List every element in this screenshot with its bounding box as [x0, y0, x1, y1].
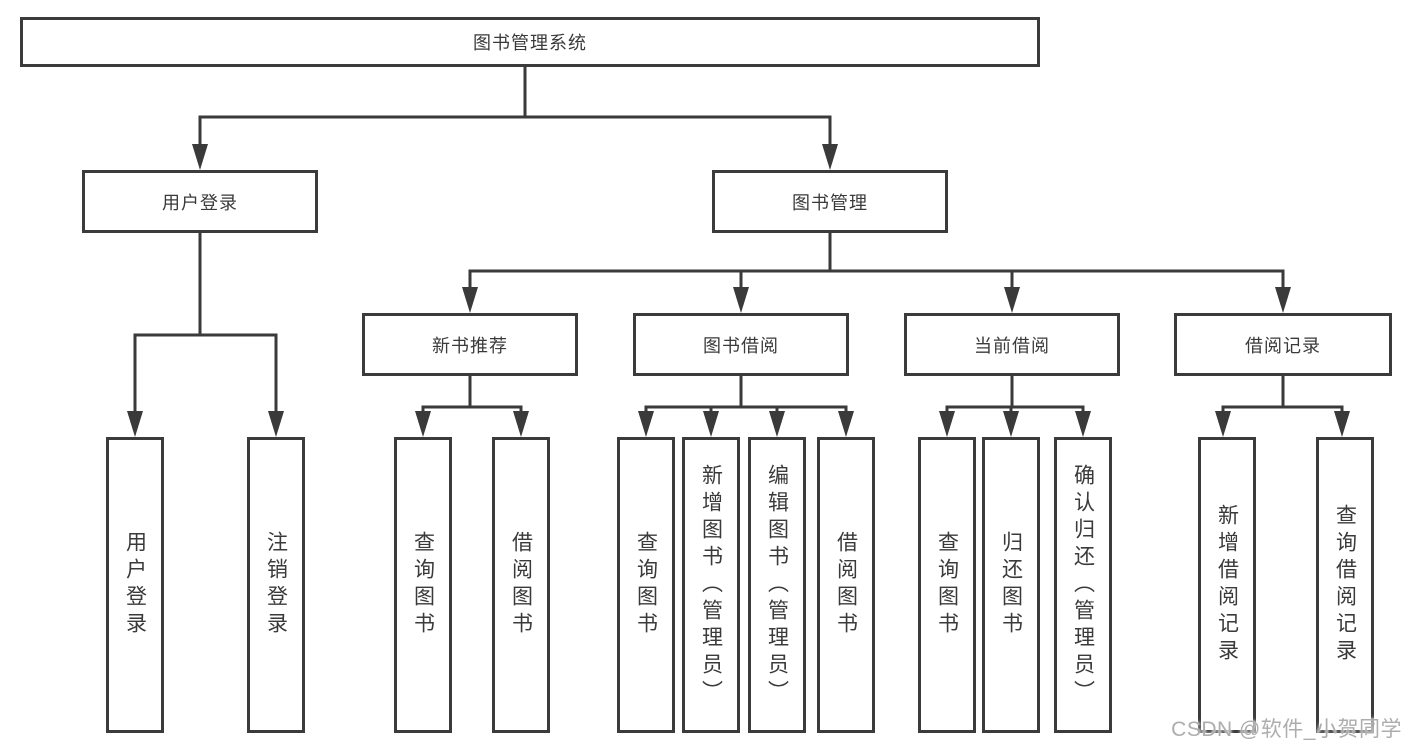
leaf-query-borrow-record-label: 查询借阅记录	[1333, 504, 1357, 666]
branch-new-book-recommend-label: 新书推荐	[432, 335, 508, 356]
connector-borrow-records-to-leaves	[1215, 376, 1350, 437]
connector-user-login-to-leaves	[127, 233, 284, 437]
branch-borrow-records-label: 借阅记录	[1245, 335, 1321, 356]
node-root-system: 图书管理系统	[20, 17, 1040, 67]
leaf-return-books: 归还图书	[982, 437, 1040, 733]
connector-book-mgmt-to-level3	[462, 233, 1291, 313]
leaf-query-books-recommend-label: 查询图书	[411, 531, 435, 639]
node-root-label: 图书管理系统	[473, 33, 587, 53]
leaf-borrow-books-recommend-label: 借阅图书	[509, 531, 533, 639]
leaf-borrow-books-borrowing: 借阅图书	[817, 437, 875, 733]
connector-current-borrow-to-leaves	[939, 376, 1091, 437]
leaf-return-books-label: 归还图书	[999, 531, 1023, 639]
leaf-confirm-return-admin-label: 确认归还（管理员）	[1071, 463, 1095, 707]
csdn-watermark: CSDN @软件_小贺同学	[1171, 718, 1402, 741]
leaf-user-login-label: 用户登录	[123, 531, 147, 639]
connector-root-to-level2	[192, 67, 838, 170]
leaf-query-borrow-record: 查询借阅记录	[1316, 437, 1374, 733]
branch-user-login-label: 用户登录	[162, 192, 238, 213]
leaf-query-books-current: 查询图书	[918, 437, 976, 733]
branch-user-login: 用户登录	[82, 170, 318, 233]
leaf-edit-books-admin-label: 编辑图书（管理员）	[765, 463, 789, 707]
leaf-add-books-admin: 新增图书（管理员）	[682, 437, 740, 733]
branch-book-borrowing-label: 图书借阅	[703, 335, 779, 356]
branch-borrow-records: 借阅记录	[1174, 313, 1392, 376]
leaf-logout: 注销登录	[247, 437, 305, 733]
leaf-query-books-recommend: 查询图书	[394, 437, 452, 733]
leaf-add-borrow-record-label: 新增借阅记录	[1215, 504, 1239, 666]
leaf-add-books-admin-label: 新增图书（管理员）	[699, 463, 723, 707]
connector-new-book-rec-to-leaves	[415, 376, 529, 437]
branch-current-borrowing: 当前借阅	[904, 313, 1120, 376]
connector-book-borrow-to-leaves	[638, 376, 854, 437]
leaf-query-books-borrowing: 查询图书	[617, 437, 675, 733]
branch-book-borrowing: 图书借阅	[633, 313, 849, 376]
branch-new-book-recommend: 新书推荐	[362, 313, 578, 376]
branch-current-borrowing-label: 当前借阅	[974, 335, 1050, 356]
leaf-logout-label: 注销登录	[264, 531, 288, 639]
leaf-edit-books-admin: 编辑图书（管理员）	[748, 437, 806, 733]
leaf-borrow-books-borrowing-label: 借阅图书	[834, 531, 858, 639]
branch-book-management: 图书管理	[712, 170, 948, 233]
leaf-confirm-return-admin: 确认归还（管理员）	[1054, 437, 1112, 733]
leaf-user-login: 用户登录	[106, 437, 164, 733]
leaf-query-books-borrowing-label: 查询图书	[634, 531, 658, 639]
branch-book-management-label: 图书管理	[792, 192, 868, 213]
leaf-query-books-current-label: 查询图书	[935, 531, 959, 639]
leaf-borrow-books-recommend: 借阅图书	[492, 437, 550, 733]
leaf-add-borrow-record: 新增借阅记录	[1198, 437, 1256, 733]
